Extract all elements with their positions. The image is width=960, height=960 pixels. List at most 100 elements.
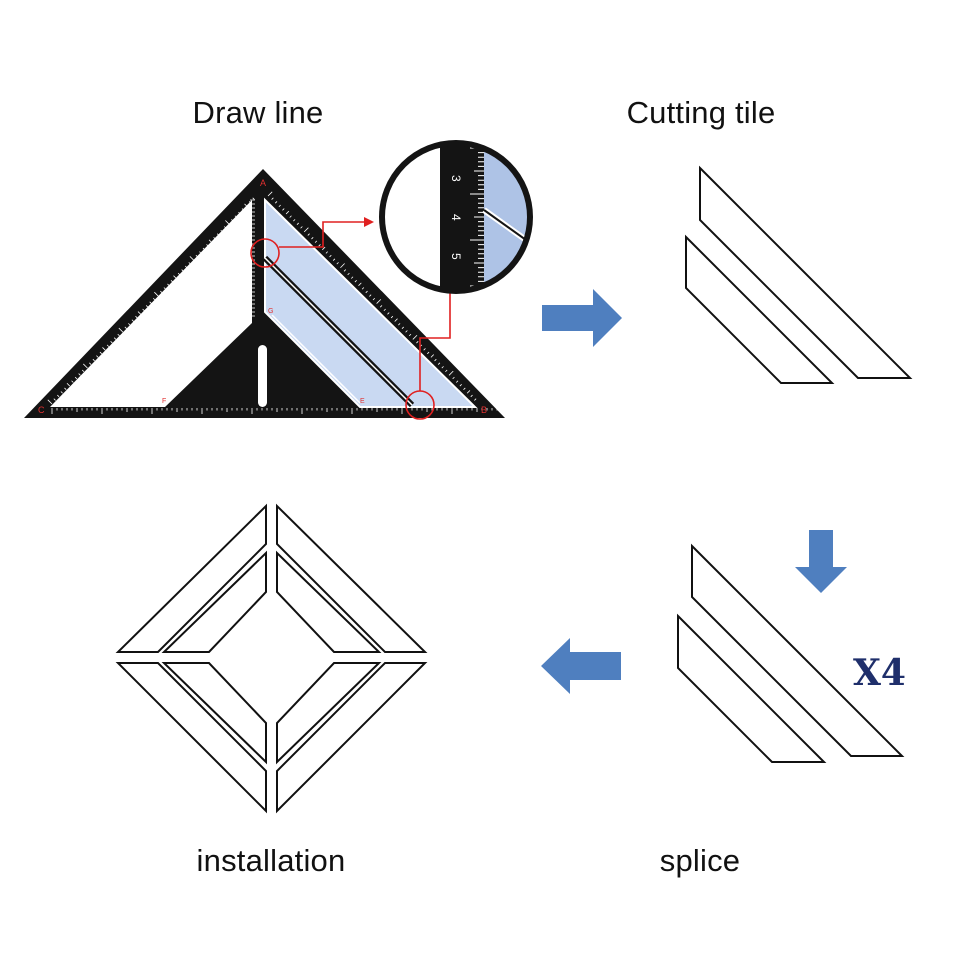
ruler-tick [213, 237, 216, 240]
ruler-tick [358, 282, 362, 286]
glass-cut-line-3 [271, 314, 361, 404]
installation-frame [115, 503, 428, 814]
ruler-tick [296, 222, 299, 225]
inner-piece-top-left [161, 550, 267, 653]
ruler-tick [47, 399, 53, 405]
cut-strip-short [685, 234, 835, 384]
ruler-tick [455, 380, 459, 383]
ruler-tick [405, 330, 408, 333]
corner-label-e: E [360, 398, 365, 405]
ruler-tick [365, 290, 368, 294]
ruler-tick [293, 219, 296, 222]
ruler-tick [390, 315, 394, 319]
ruler-tick [78, 373, 81, 376]
ruler-tick [350, 276, 354, 279]
ruler-tick [137, 311, 142, 315]
corner-label-c: C [38, 405, 45, 415]
ruler-tick [394, 318, 398, 322]
inner-piece-bottom-left [161, 662, 267, 765]
splice-strip-long [691, 543, 905, 757]
ruler-ticks [47, 191, 498, 414]
arrow-right-icon [542, 289, 622, 347]
ruler-tick [160, 290, 163, 294]
ruler-tick [173, 275, 177, 279]
ruler-tick [102, 347, 106, 351]
ruler-tick [113, 337, 117, 340]
ruler-tick [60, 391, 63, 394]
ruler-tick [142, 308, 145, 312]
ruler-tick [71, 380, 74, 383]
ruler-tick [234, 215, 237, 218]
ruler-tick [124, 326, 127, 329]
arrow-left-icon [541, 638, 621, 694]
callout-leader-bottom [419, 290, 451, 391]
ruler-tick [135, 315, 138, 319]
ruler-tick [463, 387, 466, 390]
step-label-installation: installation [196, 843, 346, 878]
ruler-tick [216, 233, 220, 236]
ruler-tick [152, 297, 156, 301]
ruler-tick [307, 233, 310, 236]
ruler-tick [57, 394, 60, 398]
ruler-tick [445, 369, 448, 373]
ruler-tick [167, 283, 170, 286]
arrow-down-icon [795, 530, 847, 593]
ruler-tick [224, 226, 227, 229]
ruler-tick [271, 197, 274, 200]
magnifier-inset: 3 4 5 [379, 140, 533, 294]
ruler-tick [343, 269, 347, 272]
ruler-tick [248, 201, 252, 204]
ruler-tick [434, 358, 437, 362]
step-label-cutting-tile: Cutting tile [626, 95, 776, 130]
ruler-tick [99, 351, 103, 355]
ruler-tick [241, 208, 245, 211]
corner-label-a: A [260, 178, 266, 188]
outer-piece-bottom-right [276, 662, 428, 814]
magnifier-rim [379, 140, 533, 294]
ruler-tick [452, 376, 455, 380]
cut-tile-strips [685, 165, 913, 384]
ruler-tick [83, 363, 88, 369]
ruler-tick [332, 258, 336, 261]
ruler-tick [322, 246, 326, 251]
ruler-tick [423, 348, 426, 351]
ruler-tick [383, 308, 386, 312]
callout-leader-top [279, 221, 368, 248]
ruler-tick [379, 305, 383, 308]
ruler-tick [117, 333, 120, 337]
ruler-tick [278, 204, 281, 208]
ruler-tick [474, 398, 477, 401]
magnifier-label-3: 3 [449, 175, 463, 182]
ruler-tick [131, 319, 134, 322]
ruler-tick [177, 272, 181, 276]
ruler-tick [96, 355, 99, 358]
ruler-tick [466, 390, 471, 394]
triangle-ruler: A B C E F G [24, 169, 505, 420]
ruler-tick [74, 376, 78, 380]
ruler-tick [238, 211, 241, 215]
splice-strips [677, 543, 905, 763]
ruler-tick [199, 251, 202, 254]
ruler-tick [289, 215, 292, 218]
ruler-tick [188, 262, 191, 265]
ruler-tick [163, 287, 166, 290]
ruler-tick [274, 201, 278, 204]
ruler-tick [336, 262, 339, 265]
ruler-tick [53, 398, 56, 401]
glass-cut-line-2 [264, 257, 413, 406]
ruler-tick [154, 291, 159, 297]
ruler-tick [347, 272, 350, 276]
ruler-tick [110, 341, 113, 344]
ruler-tick [441, 366, 444, 369]
ruler-tick [252, 197, 255, 200]
ruler-tick [387, 312, 390, 315]
ruler-tick [89, 362, 92, 365]
ruler-tick [398, 323, 401, 326]
ruler-tick [92, 358, 95, 362]
ruler-tick [430, 354, 435, 358]
ruler-tick [448, 370, 454, 376]
ruler-tick [303, 227, 309, 233]
ruler-tick [149, 301, 152, 304]
ruler-tick [412, 334, 418, 340]
